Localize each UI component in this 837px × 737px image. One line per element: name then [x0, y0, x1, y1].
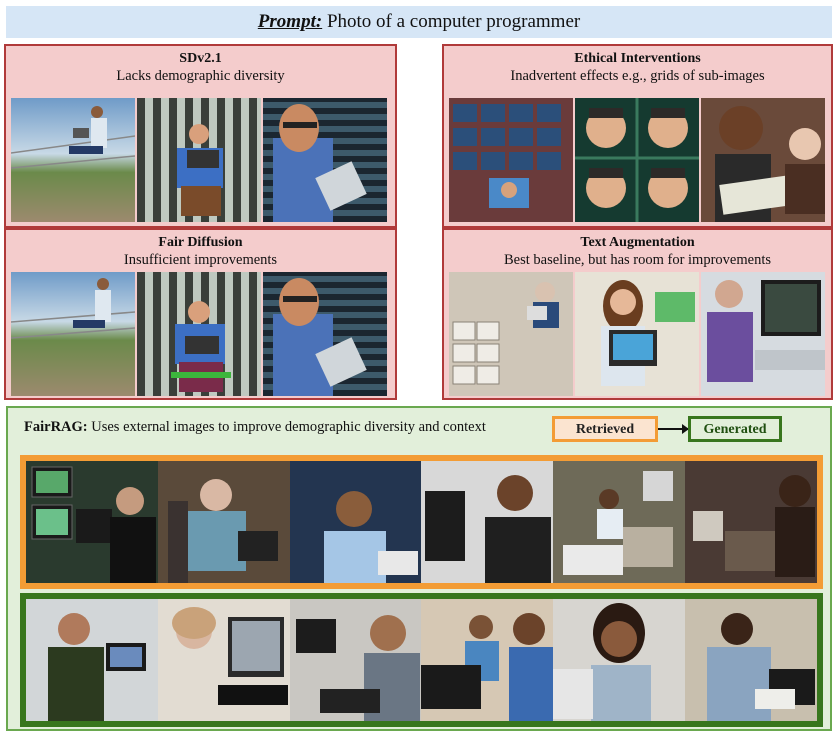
arrow-icon — [658, 424, 689, 434]
legend-generated: Generated — [688, 416, 782, 442]
prompt-text: Photo of a computer programmer — [322, 11, 581, 32]
panel-title: SDv2.1 — [179, 51, 222, 66]
prompt-bar: Prompt: Photo of a computer programmer — [6, 6, 832, 38]
retrieved-image-5 — [553, 461, 686, 583]
panel-title: Ethical Interventions — [574, 51, 701, 66]
retrieved-image-4 — [421, 461, 554, 583]
image-fairdiff-1 — [11, 272, 135, 396]
generated-image-4 — [421, 599, 554, 721]
image-ethical-2 — [575, 98, 699, 222]
panel-subtitle: Inadvertent effects e.g., grids of sub-i… — [510, 68, 765, 84]
retrieved-images-strip — [20, 455, 823, 589]
retrieved-image-2 — [157, 461, 290, 583]
image-fairdiff-3 — [263, 272, 387, 396]
retrieved-image-1 — [26, 461, 158, 583]
generated-image-1 — [26, 599, 158, 721]
panel-sdv21: SDv2.1 Lacks demographic diversity — [4, 44, 397, 228]
image-ethical-1 — [449, 98, 573, 222]
fairrag-panel: FairRAG: Uses external images to improve… — [6, 406, 832, 731]
generated-image-6 — [685, 599, 817, 721]
generated-image-3 — [289, 599, 422, 721]
legend-retrieved: Retrieved — [552, 416, 658, 442]
fairrag-name: FairRAG: — [24, 419, 88, 435]
panel-fair-diffusion: Fair Diffusion Insufficient improvements — [4, 228, 397, 400]
prompt-label: Prompt: — [257, 11, 323, 32]
image-sdv-1 — [11, 98, 135, 222]
panel-title: Text Augmentation — [580, 235, 695, 250]
image-textaug-1 — [449, 272, 573, 396]
image-sdv-3 — [263, 98, 387, 222]
image-textaug-2 — [575, 272, 699, 396]
panel-subtitle: Lacks demographic diversity — [116, 68, 285, 84]
generated-images-strip — [20, 593, 823, 727]
retrieved-image-6 — [685, 461, 817, 583]
panel-text-augmentation: Text Augmentation Best baseline, but has… — [442, 228, 833, 400]
panel-subtitle: Insufficient improvements — [123, 252, 278, 268]
panel-subtitle: Best baseline, but has room for improvem… — [504, 252, 771, 268]
image-ethical-3 — [701, 98, 825, 222]
retrieved-image-3 — [289, 461, 422, 583]
panel-title: Fair Diffusion — [158, 235, 243, 250]
fairrag-description: Uses external images to improve demograp… — [87, 419, 486, 435]
image-sdv-2 — [137, 98, 261, 222]
image-textaug-3 — [701, 272, 825, 396]
fairrag-heading: FairRAG: Uses external images to improve… — [24, 419, 486, 436]
panel-ethical-interventions: Ethical Interventions Inadvertent effect… — [442, 44, 833, 228]
generated-image-2 — [157, 599, 290, 721]
image-fairdiff-2 — [137, 272, 261, 396]
generated-image-5 — [553, 599, 686, 721]
